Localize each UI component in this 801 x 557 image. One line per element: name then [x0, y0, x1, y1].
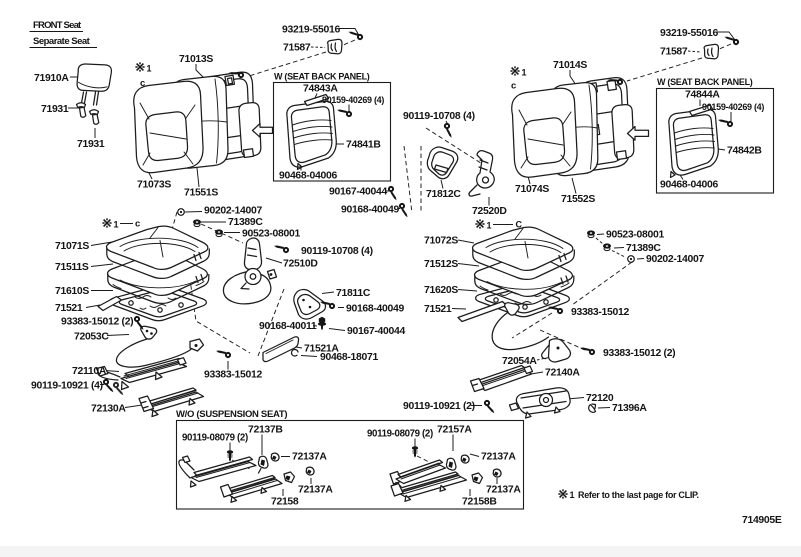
- svg-text:90168-40049: 90168-40049: [346, 304, 404, 315]
- svg-text:71396A: 71396A: [612, 403, 647, 414]
- svg-text:90159-40269 (4): 90159-40269 (4): [322, 95, 384, 105]
- svg-text:71511S: 71511S: [55, 262, 89, 273]
- svg-text:72158B: 72158B: [462, 497, 497, 508]
- svg-text:71389C: 71389C: [228, 217, 263, 228]
- svg-text:71013S: 71013S: [179, 54, 213, 65]
- svg-text:74844A: 74844A: [685, 90, 720, 101]
- svg-text:71074S: 71074S: [515, 184, 549, 195]
- svg-text:90119-10708 (4): 90119-10708 (4): [403, 111, 475, 122]
- svg-text:72137A: 72137A: [486, 485, 521, 496]
- svg-text:71610S: 71610S: [55, 286, 89, 297]
- svg-text:90202-14007: 90202-14007: [646, 254, 704, 265]
- svg-text:72520D: 72520D: [472, 206, 507, 217]
- svg-text:71811C: 71811C: [336, 288, 371, 299]
- svg-text:72510D: 72510D: [283, 259, 318, 270]
- svg-text:71512S: 71512S: [424, 259, 458, 270]
- svg-text:71389C: 71389C: [626, 243, 661, 254]
- svg-text:1: 1: [522, 68, 527, 78]
- svg-text:71521: 71521: [424, 304, 452, 315]
- svg-text:71587: 71587: [283, 43, 311, 54]
- svg-text:W/O (SUSPENSION SEAT): W/O (SUSPENSION SEAT): [176, 409, 287, 420]
- svg-text:90167-40044: 90167-40044: [347, 326, 405, 337]
- svg-text:72053C: 72053C: [74, 332, 109, 343]
- svg-text:71071S: 71071S: [55, 241, 89, 252]
- svg-text:C: C: [516, 220, 523, 230]
- svg-text:90119-10708 (4): 90119-10708 (4): [301, 246, 373, 257]
- svg-text:72137B: 72137B: [248, 425, 283, 436]
- svg-text:71931: 71931: [77, 139, 105, 150]
- svg-text:714905E: 714905E: [742, 515, 782, 526]
- svg-text:71014S: 71014S: [553, 60, 587, 71]
- svg-text:1: 1: [114, 220, 119, 230]
- svg-text:72137A: 72137A: [481, 452, 516, 463]
- svg-text:90119-10921 (2): 90119-10921 (2): [403, 401, 475, 412]
- svg-text:93383-15012 (2): 93383-15012 (2): [603, 348, 675, 359]
- svg-text:90468-04006: 90468-04006: [279, 171, 337, 182]
- svg-text:90119-08079 (2): 90119-08079 (2): [182, 433, 248, 444]
- svg-text:72054A: 72054A: [502, 356, 537, 367]
- svg-text:1: 1: [487, 221, 492, 231]
- svg-text:71072S: 71072S: [424, 236, 458, 247]
- svg-text:90468-18071: 90468-18071: [320, 352, 378, 363]
- svg-text:1: 1: [147, 64, 152, 74]
- svg-text:93383-15012: 93383-15012: [571, 307, 629, 318]
- svg-text:71587: 71587: [660, 47, 688, 58]
- svg-text:71521: 71521: [55, 303, 83, 314]
- svg-text:1: 1: [570, 490, 575, 500]
- svg-text:72120: 72120: [586, 393, 614, 404]
- svg-text:72140A: 72140A: [545, 368, 580, 379]
- svg-text:71552S: 71552S: [561, 194, 595, 205]
- svg-text:74843A: 74843A: [303, 84, 338, 95]
- svg-text:90168-40011: 90168-40011: [259, 321, 317, 332]
- svg-text:90468-04006: 90468-04006: [660, 180, 718, 191]
- svg-text:90119-08079 (2): 90119-08079 (2): [367, 429, 433, 440]
- svg-text:90523-08001: 90523-08001: [606, 230, 664, 241]
- svg-text:71910A: 71910A: [34, 73, 69, 84]
- svg-text:Separate Seat: Separate Seat: [33, 36, 91, 47]
- svg-text:90202-14007: 90202-14007: [204, 206, 262, 217]
- svg-text:90167-40044: 90167-40044: [329, 187, 387, 198]
- svg-text:71620S: 71620S: [424, 285, 458, 296]
- svg-text:71812C: 71812C: [426, 189, 461, 200]
- svg-text:90168-40049: 90168-40049: [341, 205, 399, 216]
- svg-text:72137A: 72137A: [292, 452, 327, 463]
- svg-text:90159-40269 (4): 90159-40269 (4): [702, 102, 764, 112]
- svg-text:93383-15012: 93383-15012: [204, 370, 262, 381]
- svg-text:72158: 72158: [271, 497, 299, 508]
- svg-text:71521A: 71521A: [304, 344, 339, 355]
- svg-text:72157A: 72157A: [437, 425, 472, 436]
- svg-text:71551S: 71551S: [184, 188, 218, 199]
- svg-text:c: c: [511, 81, 516, 92]
- svg-text:W (SEAT BACK PANEL): W (SEAT BACK PANEL): [657, 77, 753, 87]
- svg-text:72110A: 72110A: [72, 366, 107, 377]
- svg-text:90523-08001: 90523-08001: [242, 229, 300, 240]
- svg-text:93219-55016: 93219-55016: [282, 25, 340, 36]
- svg-text:c: c: [135, 219, 140, 230]
- svg-text:Refer to the last page for CLI: Refer to the last page for CLIP.: [578, 490, 699, 500]
- svg-text:90119-10921 (4): 90119-10921 (4): [31, 381, 103, 392]
- svg-text:93219-55016: 93219-55016: [660, 28, 718, 39]
- svg-text:c: c: [140, 78, 145, 89]
- svg-text:71931: 71931: [41, 104, 69, 115]
- svg-text:FRONT Seat: FRONT Seat: [33, 20, 82, 31]
- svg-text:93383-15012 (2): 93383-15012 (2): [61, 317, 133, 328]
- svg-text:71073S: 71073S: [137, 180, 171, 191]
- svg-text:74842B: 74842B: [727, 146, 762, 157]
- svg-text:W (SEAT BACK PANEL): W (SEAT BACK PANEL): [274, 72, 370, 82]
- svg-text:72137A: 72137A: [298, 485, 333, 496]
- svg-text:72130A: 72130A: [91, 404, 126, 415]
- svg-text:74841B: 74841B: [346, 140, 381, 151]
